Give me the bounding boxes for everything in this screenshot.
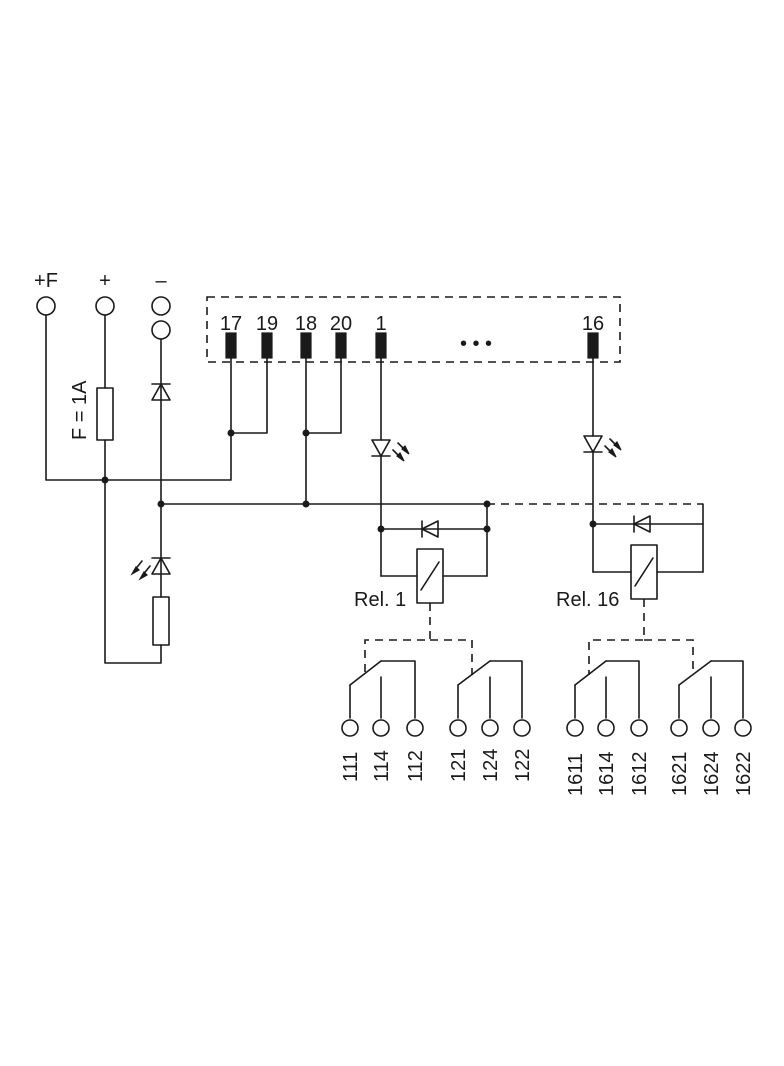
minus-terminal: [151, 296, 171, 316]
pin: [261, 332, 273, 359]
relay-1-mechanical-link-b: [430, 639, 473, 675]
pin: [335, 332, 347, 359]
terminal: [734, 719, 752, 737]
relay-1-coil-slash: [420, 561, 440, 591]
plus-terminal: [95, 296, 115, 316]
relay-16-mechanical-link-b: [644, 639, 694, 675]
relay-1-terminals: [341, 719, 531, 737]
pin-label: 20: [330, 313, 352, 335]
relay-16-terminals: [566, 719, 752, 737]
plus-wire-bottom: [104, 439, 162, 664]
relay-16-coil-slash: [634, 557, 654, 587]
terminal: [630, 719, 648, 737]
pin-label: 17: [220, 313, 242, 335]
pin-label: 1: [375, 313, 386, 335]
plus-f-terminal: [36, 296, 56, 316]
power-led-icon: [130, 557, 171, 581]
junction-dot: [483, 525, 491, 533]
status-led-16-icon: [583, 435, 622, 458]
pin: [300, 332, 312, 359]
plus-label: +: [99, 270, 111, 292]
pin: [225, 332, 237, 359]
pin: [375, 332, 387, 359]
junction-dot: [302, 429, 310, 437]
terminal-label: 114: [371, 750, 393, 782]
relay-16-label: Rel. 16: [556, 589, 619, 611]
status-led-1-icon: [371, 439, 410, 462]
ellipsis: • • •: [460, 333, 492, 355]
connector-pin-labels: 17 19 18 20 1 16 • • •: [220, 313, 604, 355]
junction-dot: [227, 429, 235, 437]
terminal-label: 122: [512, 749, 534, 782]
fuse-label: F = 1A: [69, 380, 91, 440]
junction-dot: [101, 476, 109, 484]
connector-pins: [225, 332, 599, 359]
relay-16-contact-b: [678, 660, 744, 719]
minus-terminal-2: [151, 320, 171, 340]
pin-label: 18: [295, 313, 317, 335]
relay-16-contact-a: [574, 660, 640, 719]
terminal: [566, 719, 584, 737]
terminal: [702, 719, 720, 737]
terminal-label: 111: [340, 752, 362, 782]
terminal-label: 1611: [565, 753, 587, 796]
reverse-diode-icon: [151, 383, 171, 401]
terminal-label: 1622: [733, 752, 755, 797]
resistor-symbol: [152, 596, 170, 646]
pin-label: 19: [256, 313, 278, 335]
terminal-label: 1621: [669, 752, 691, 797]
relay-1-mechanical-link: [364, 603, 431, 675]
pin-19-wire: [230, 357, 268, 434]
fuse-symbol: [96, 387, 114, 441]
relay-1-contact-b: [457, 660, 523, 719]
terminal-label: 1624: [701, 752, 723, 797]
supply-terminals: +F + –: [34, 270, 171, 340]
terminal-label: 112: [405, 750, 427, 782]
terminal: [406, 719, 424, 737]
terminal-label: 1612: [629, 752, 651, 797]
relay-16-terminal-labels: 1611 1614 1612 1621 1624 1622: [565, 752, 755, 797]
terminal-label: 124: [480, 749, 502, 782]
terminal: [372, 719, 390, 737]
terminal: [449, 719, 467, 737]
terminal: [341, 719, 359, 737]
freewheel-diode-16-icon: [633, 515, 651, 533]
terminal: [513, 719, 531, 737]
terminal-label: 121: [448, 749, 470, 782]
terminal: [597, 719, 615, 737]
relay-1-label: Rel. 1: [354, 589, 406, 611]
terminal-label: 1614: [596, 752, 618, 797]
pin-label: 16: [582, 313, 604, 335]
relay-1-contact-a: [349, 660, 416, 719]
terminal: [670, 719, 688, 737]
plus-f-wire: [45, 314, 232, 481]
plus-f-label: +F: [34, 270, 58, 292]
pin: [587, 332, 599, 359]
relay-1-terminal-labels: 111 114 112 121 124 122: [340, 749, 534, 782]
terminal: [481, 719, 499, 737]
freewheel-diode-1-icon: [421, 520, 439, 538]
relay-16-mechanical-link: [588, 599, 645, 675]
minus-label: –: [155, 270, 167, 292]
pin-20-wire: [305, 357, 342, 434]
junction-dot: [157, 500, 165, 508]
